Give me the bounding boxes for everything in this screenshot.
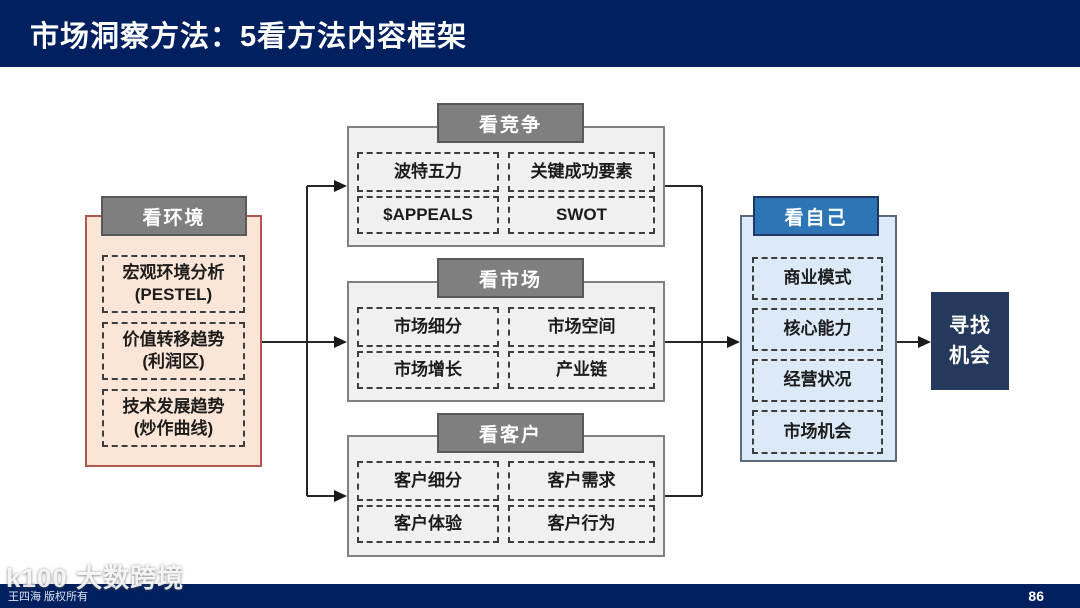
market-item-growth: 市场增长 [357, 351, 499, 389]
arrowhead-self [727, 336, 740, 348]
self-item-business-model: 商业模式 [752, 257, 883, 300]
market-panel [347, 281, 665, 402]
customer-panel [347, 435, 665, 557]
self-header: 看自己 [753, 196, 879, 236]
self-item-core-capability: 核心能力 [752, 308, 883, 351]
page-number: 86 [1028, 588, 1044, 604]
customer-item-experience: 客户体验 [357, 505, 499, 543]
environment-item-pestel: 宏观环境分析 (PESTEL) [102, 255, 245, 313]
market-item-segmentation: 市场细分 [357, 307, 499, 347]
competition-panel [347, 126, 665, 247]
environment-header: 看环境 [101, 196, 247, 236]
customer-item-segmentation: 客户细分 [357, 461, 499, 501]
competition-item-swot: SWOT [508, 196, 655, 234]
competition-item-porter: 波特五力 [357, 152, 499, 192]
title-bar: 市场洞察方法：5看方法内容框架 [0, 0, 1080, 67]
market-header: 看市场 [437, 258, 584, 298]
arrowhead-opportunity [918, 336, 931, 348]
environment-item-value-shift: 价值转移趋势 (利润区) [102, 322, 245, 380]
arrowhead-competition [334, 180, 347, 192]
arrowhead-market [334, 336, 347, 348]
opportunity-box: 寻找 机会 [931, 292, 1009, 390]
footer-bar: 王四海 版权所有 86 [0, 584, 1080, 608]
environment-item-tech-trend: 技术发展趋势 (炒作曲线) [102, 389, 245, 447]
market-item-space: 市场空间 [508, 307, 655, 347]
customer-item-needs: 客户需求 [508, 461, 655, 501]
competition-item-ksf: 关键成功要素 [508, 152, 655, 192]
page-title: 市场洞察方法：5看方法内容框架 [30, 20, 468, 53]
competition-item-appeals: $APPEALS [357, 196, 499, 234]
customer-item-behavior: 客户行为 [508, 505, 655, 543]
market-item-industry-chain: 产业链 [508, 351, 655, 389]
self-panel [740, 215, 897, 462]
copyright-text: 王四海 版权所有 [8, 591, 89, 603]
self-item-operating-status: 经营状况 [752, 359, 883, 402]
self-item-market-opportunity: 市场机会 [752, 410, 883, 454]
customer-header: 看客户 [437, 413, 584, 453]
arrowhead-customer [334, 490, 347, 502]
competition-header: 看竞争 [437, 103, 584, 143]
